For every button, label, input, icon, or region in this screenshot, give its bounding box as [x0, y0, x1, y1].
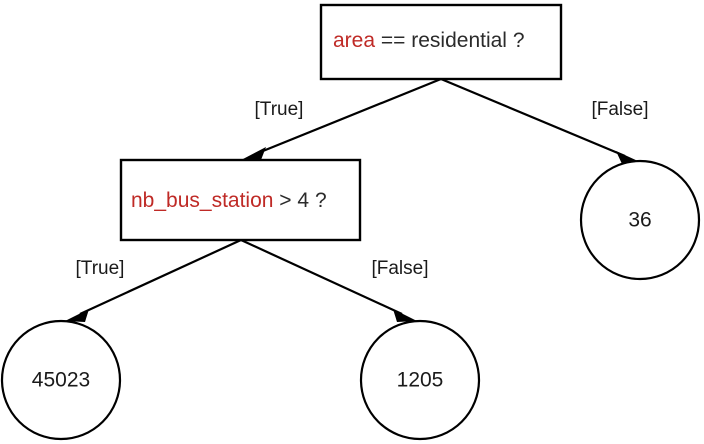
edge-root-true-line	[257, 77, 442, 155]
node-internal-1-operator: >	[279, 189, 291, 212]
node-leaf-false-label: 36	[628, 209, 651, 232]
node-root[interactable]: area == residential ?	[319, 3, 563, 81]
edge-label-root-true: [True]	[255, 99, 304, 120]
node-root-suffix: ?	[513, 29, 525, 52]
edge-internal1-true	[65, 239, 242, 322]
edge-internal1-true-arrowhead	[65, 309, 89, 322]
node-leaf-true-false-label: 1205	[397, 369, 444, 392]
node-leaf-true-true-circle[interactable]	[0, 319, 122, 441]
edge-label-internal1-true: [True]	[76, 258, 125, 279]
node-internal-1-label: nb_bus_station > 4 ?	[131, 189, 327, 212]
node-root-feature: area	[333, 29, 375, 52]
node-internal-1-box[interactable]	[119, 158, 362, 242]
node-leaf-true-true-label: 45023	[32, 369, 90, 392]
edge-internal1-false-arrowhead	[393, 309, 417, 322]
edge-root-false-line	[440, 77, 626, 158]
node-leaf-false[interactable]: 36	[579, 159, 701, 281]
edge-label-root-false: [False]	[591, 99, 648, 120]
edge-root-false	[440, 77, 640, 164]
node-internal-1-feature: nb_bus_station	[131, 189, 273, 212]
node-leaf-true-true[interactable]: 45023	[0, 319, 122, 441]
node-internal-1-suffix: ?	[315, 189, 327, 212]
node-internal-1[interactable]: nb_bus_station > 4 ?	[119, 158, 362, 242]
node-root-value: residential	[411, 29, 507, 52]
edge-root-true-arrowhead	[243, 147, 266, 160]
edge-internal1-true-line	[79, 239, 242, 315]
node-leaf-true-false-circle[interactable]	[359, 319, 481, 441]
node-root-label: area == residential ?	[333, 29, 525, 52]
node-leaf-true-false[interactable]: 1205	[359, 319, 481, 441]
edge-internal1-false	[240, 239, 417, 322]
node-root-operator: ==	[381, 29, 406, 52]
node-root-box[interactable]	[319, 3, 563, 81]
edge-internal1-false-line	[240, 239, 403, 315]
node-leaf-false-circle[interactable]	[579, 159, 701, 281]
edge-label-internal1-false: [False]	[371, 258, 428, 279]
node-internal-1-value: 4	[297, 189, 309, 212]
edge-root-true	[243, 77, 442, 160]
